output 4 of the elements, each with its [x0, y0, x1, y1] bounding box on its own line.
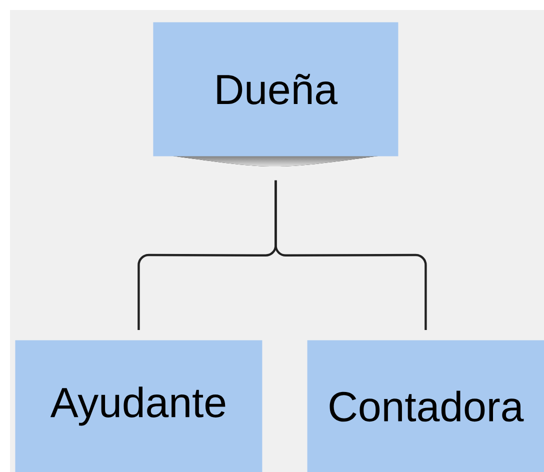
sticky-note: Dueña — [153, 22, 398, 166]
sticky-note: Contadora — [307, 340, 544, 472]
sticky-note: Ayudante — [15, 340, 262, 472]
connector-line — [274, 180, 427, 330]
